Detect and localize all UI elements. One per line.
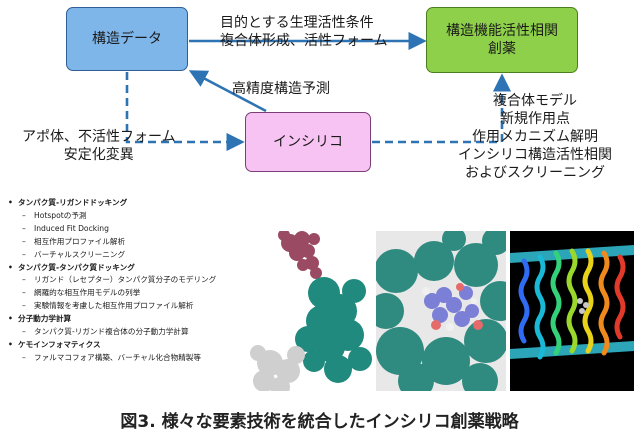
figure-caption: 図3. 様々な要素技術を統合したインシリコ創薬戦略 bbox=[120, 412, 519, 432]
protein-protein-docking-image bbox=[250, 231, 374, 391]
arrow-insilico-to-structure bbox=[188, 70, 267, 113]
membrane-protein-md-image bbox=[510, 231, 634, 391]
drug-discovery-label: 創薬 bbox=[488, 41, 516, 57]
dashed-structure-to-insilico bbox=[125, 72, 245, 152]
bullet-heading: •タンパク質-タンパク質ドッキング bbox=[8, 262, 135, 272]
bullet-item: –リガンド（レセプター）タンパク質分子のモデリング bbox=[22, 275, 217, 285]
outputs-line-5: およびスクリーニング bbox=[465, 165, 605, 181]
outputs-line-2: 新規作用点 bbox=[500, 111, 570, 127]
apo-label: アポ体、不活性フォーム 安定化変異 bbox=[22, 128, 176, 164]
outputs-label: 複合体モデル 新規作用点 作用メカニズム解明 インシリコ構造活性相関 およびスク… bbox=[458, 92, 612, 182]
apo-line-1: アポ体、不活性フォーム bbox=[22, 129, 176, 145]
sar-drug-discovery-node: 構造機能活性相関 創薬 bbox=[426, 7, 578, 73]
bullet-item: –相互作用プロファイル解析 bbox=[22, 236, 126, 246]
bullet-item: –タンパク質-リガンド複合体の分子動力学計算 bbox=[22, 327, 189, 337]
outputs-line-4: インシリコ構造活性相関 bbox=[458, 147, 612, 163]
insilico-node: インシリコ bbox=[245, 112, 371, 172]
technique-bullet-list: •タンパク質-リガンドドッキング –Hotspotの予測 –Induced Fi… bbox=[8, 197, 270, 365]
prediction-label: 高精度構造予測 bbox=[232, 81, 330, 97]
dashed-insilico-to-sar bbox=[372, 73, 512, 144]
structure-data-label: 構造データ bbox=[92, 31, 162, 47]
conditions-line-1: 目的とする生理活性条件 bbox=[220, 15, 374, 31]
bullet-heading: •ケモインフォマティクス bbox=[8, 339, 101, 349]
apo-line-2: 安定化変異 bbox=[63, 147, 134, 163]
bullet-heading: •分子動力学計算 bbox=[8, 314, 72, 324]
bullet-item: –Induced Fit Docking bbox=[22, 223, 109, 233]
bullet-item: –バーチャルスクリーニング bbox=[22, 249, 126, 259]
bullet-item: –Hotspotの予測 bbox=[22, 210, 87, 220]
bullet-item: –ファルマコフォア構築、バーチャル化合物精製等 bbox=[22, 352, 201, 362]
insilico-label: インシリコ bbox=[273, 134, 343, 150]
protein-ligand-complex-image bbox=[376, 231, 506, 391]
sar-label: 構造機能活性相関 bbox=[446, 23, 558, 39]
bullet-item: –実験情報を考慮した相互作用プロファイル解析 bbox=[22, 301, 194, 311]
conditions-label: 目的とする生理活性条件 複合体形成、活性フォーム bbox=[220, 14, 388, 50]
structure-data-node: 構造データ bbox=[66, 7, 188, 71]
outputs-line-3: 作用メカニズム解明 bbox=[472, 129, 598, 145]
outputs-line-1: 複合体モデル bbox=[493, 93, 577, 109]
bullet-item: –網羅的な相互作用モデルの列挙 bbox=[22, 288, 141, 298]
conditions-line-2: 複合体形成、活性フォーム bbox=[220, 33, 388, 49]
bullet-heading: •タンパク質-リガンドドッキング bbox=[8, 198, 128, 207]
